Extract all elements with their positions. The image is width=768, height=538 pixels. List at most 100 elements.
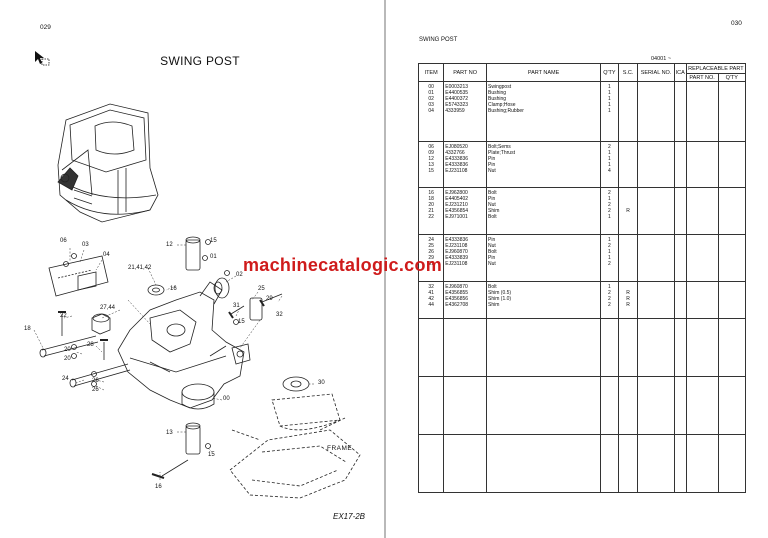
cell-line: 4332766 xyxy=(445,150,465,157)
cell-line: E4356854 xyxy=(445,208,469,215)
cell-line: E4356855 xyxy=(445,290,469,297)
watermark: machinecatalogic.com xyxy=(243,255,443,275)
parts-group-row xyxy=(417,434,746,493)
serial-no-cell xyxy=(637,318,675,377)
part-no-cell xyxy=(443,318,488,377)
cell-line xyxy=(620,261,637,267)
cell-line: 32 xyxy=(428,284,434,290)
ica-cell xyxy=(673,376,687,435)
cell-line: Pin xyxy=(488,237,496,243)
cell-line: 1 xyxy=(608,284,611,290)
cell-line xyxy=(620,214,637,220)
cell-line: 41 xyxy=(428,290,434,297)
cell-line: Pin xyxy=(488,255,496,262)
cell-line: 1 xyxy=(608,196,611,203)
callout-label: 06 xyxy=(60,238,67,244)
cell-line: R xyxy=(626,302,630,309)
cell-line: E5743323 xyxy=(445,102,469,109)
cell-line: 09 xyxy=(428,150,434,157)
cell-line: Swingpost xyxy=(488,84,512,90)
cell-line: Nut xyxy=(488,168,496,175)
cell-line: Bushing xyxy=(488,90,507,97)
callout-label: 00 xyxy=(223,396,230,402)
mouse-cursor-icon xyxy=(35,51,50,66)
page-title: SWING POST xyxy=(160,54,240,68)
cell-line: Pin xyxy=(488,196,496,203)
cell-line: 1 xyxy=(608,237,611,243)
cell-line: E4333836 xyxy=(445,237,469,243)
cell-line: R xyxy=(626,208,630,215)
header-item: ITEM xyxy=(417,63,445,82)
cell-line: Shim (1.0) xyxy=(488,296,512,303)
cell-line: Shim xyxy=(488,208,500,215)
cell-line: E0003213 xyxy=(445,84,469,90)
cell-line: E4400372 xyxy=(445,96,469,103)
rep-part-no-cell xyxy=(685,281,719,319)
serial-no-cell xyxy=(637,187,675,235)
cell-line: Shim (0.5) xyxy=(488,290,512,297)
item-cell xyxy=(417,434,445,493)
cell-line: E4333836 xyxy=(445,162,469,169)
rep-part-no-cell xyxy=(685,81,719,142)
cell-line: 2 xyxy=(608,243,611,250)
rep-qty-cell xyxy=(717,281,746,319)
callout-label: 15 xyxy=(208,452,215,458)
part-no-cell xyxy=(443,434,488,493)
sc-cell xyxy=(617,234,639,282)
serial-no-cell xyxy=(637,281,675,319)
rep-qty-cell xyxy=(717,141,746,188)
cell-line: 2 xyxy=(608,290,611,297)
callout-label: 15 xyxy=(210,238,217,244)
cell-line: EJ971001 xyxy=(445,214,468,221)
callout-label: 31 xyxy=(233,303,240,309)
item-cell xyxy=(417,376,445,435)
cell-line: 42 xyxy=(428,296,434,303)
header-serial-no: SERIAL NO. xyxy=(637,63,675,82)
cell-line: EJ960870 xyxy=(445,249,468,256)
cell-line: Bolt xyxy=(488,214,497,221)
rep-qty-cell xyxy=(717,434,746,493)
sc-cell xyxy=(617,81,639,142)
cell-line: Nut xyxy=(488,243,496,250)
callout-label: 29 xyxy=(266,296,273,302)
callout-label: 32 xyxy=(276,312,283,318)
callout-label: 27,44 xyxy=(100,305,116,311)
callout-label: 03 xyxy=(82,242,89,248)
cell-line: R xyxy=(626,290,630,297)
rep-part-no-cell xyxy=(685,187,719,235)
serial-no-cell xyxy=(637,434,675,493)
page-number-left: 029 xyxy=(40,24,51,31)
cell-line: Bolt;Sems xyxy=(488,144,511,150)
cell-line: 1 xyxy=(608,214,611,221)
cell-line: 1 xyxy=(608,255,611,262)
callout-label: 26 xyxy=(92,378,99,384)
model-label: EX17-2B xyxy=(333,512,366,521)
rep-qty-cell xyxy=(717,81,746,142)
callout-label: 28 xyxy=(87,342,94,348)
header-qty: Q'TY xyxy=(600,63,619,82)
callout-label: 21,41,42 xyxy=(128,265,152,271)
cell-line: E4405402 xyxy=(445,196,469,203)
cell-line: 06 xyxy=(428,144,434,150)
qty-cell xyxy=(600,434,619,493)
parts-table: ITEM PART NO PART NAME Q'TY S.C. SERIAL … xyxy=(417,63,747,493)
cell-line: Bushing;Rubber xyxy=(488,108,524,115)
cell-line: 2 xyxy=(608,296,611,303)
cell-line: Plate;Thrust xyxy=(488,150,515,157)
cell-line: 26 xyxy=(428,249,434,256)
ica-cell xyxy=(673,141,687,188)
cell-line xyxy=(620,108,637,114)
